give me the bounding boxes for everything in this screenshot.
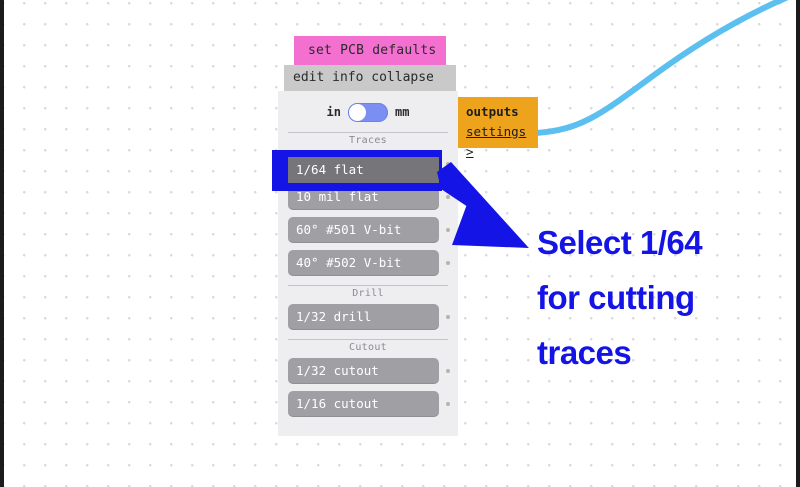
- outputs-settings-link[interactable]: settings >: [466, 124, 527, 159]
- pcb-defaults-node[interactable]: set PCB defaults edit info collapse in m…: [278, 36, 458, 436]
- tool-row[interactable]: 40° #502 V-bit: [278, 250, 458, 280]
- output-port-dot[interactable]: [446, 162, 450, 166]
- outputs-node-title: outputs: [466, 104, 519, 119]
- annotation-line-1: Select 1/64: [537, 224, 703, 261]
- selection-highlight-box: 1/64 flat: [272, 150, 442, 191]
- tool-row[interactable]: 1/32 drill: [278, 304, 458, 334]
- node-body: in mm Traces 1/64 flat 10 mil flat 60° #…: [278, 91, 458, 436]
- units-toggle-row[interactable]: in mm: [278, 97, 458, 127]
- section-divider-cutout: [288, 339, 448, 340]
- tool-button-40deg-502-vbit[interactable]: 40° #502 V-bit: [288, 250, 439, 276]
- tool-row[interactable]: 60° #501 V-bit: [278, 217, 458, 247]
- units-toggle-knob: [349, 103, 366, 121]
- node-edit-info-collapse-bar[interactable]: edit info collapse: [284, 65, 456, 91]
- outputs-node[interactable]: outputs settings >: [458, 97, 538, 159]
- output-port-dot[interactable]: [446, 195, 450, 199]
- node-title[interactable]: set PCB defaults: [294, 36, 446, 65]
- section-label-cutout: Cutout: [349, 342, 387, 353]
- output-port-dot[interactable]: [446, 402, 450, 406]
- tool-button-1-32-drill[interactable]: 1/32 drill: [288, 304, 439, 330]
- section-label-traces: Traces: [349, 135, 387, 146]
- section-divider-traces: [288, 132, 448, 133]
- section-divider-drill: [288, 285, 448, 286]
- annotation-text: Select 1/64 for cutting traces: [537, 215, 787, 380]
- selected-tool-label[interactable]: 1/64 flat: [288, 157, 439, 183]
- output-port-dot[interactable]: [446, 261, 450, 265]
- output-port-dot[interactable]: [446, 315, 450, 319]
- tool-button-60deg-501-vbit[interactable]: 60° #501 V-bit: [288, 217, 439, 243]
- units-label-mm: mm: [395, 105, 410, 119]
- tool-button-1-32-cutout[interactable]: 1/32 cutout: [288, 358, 439, 384]
- annotation-line-3: traces: [537, 334, 632, 371]
- units-toggle-switch[interactable]: [348, 102, 388, 122]
- tool-button-1-16-cutout[interactable]: 1/16 cutout: [288, 391, 439, 417]
- output-port-dot[interactable]: [446, 228, 450, 232]
- tool-row[interactable]: 1/32 cutout: [278, 358, 458, 388]
- canvas-right-border: [796, 0, 800, 487]
- output-port-dot[interactable]: [446, 369, 450, 373]
- annotation-line-2: for cutting: [537, 279, 695, 316]
- section-label-drill: Drill: [352, 288, 384, 299]
- units-label-in: in: [326, 105, 341, 119]
- tool-row[interactable]: 1/16 cutout: [278, 391, 458, 421]
- canvas-left-border: [0, 0, 4, 487]
